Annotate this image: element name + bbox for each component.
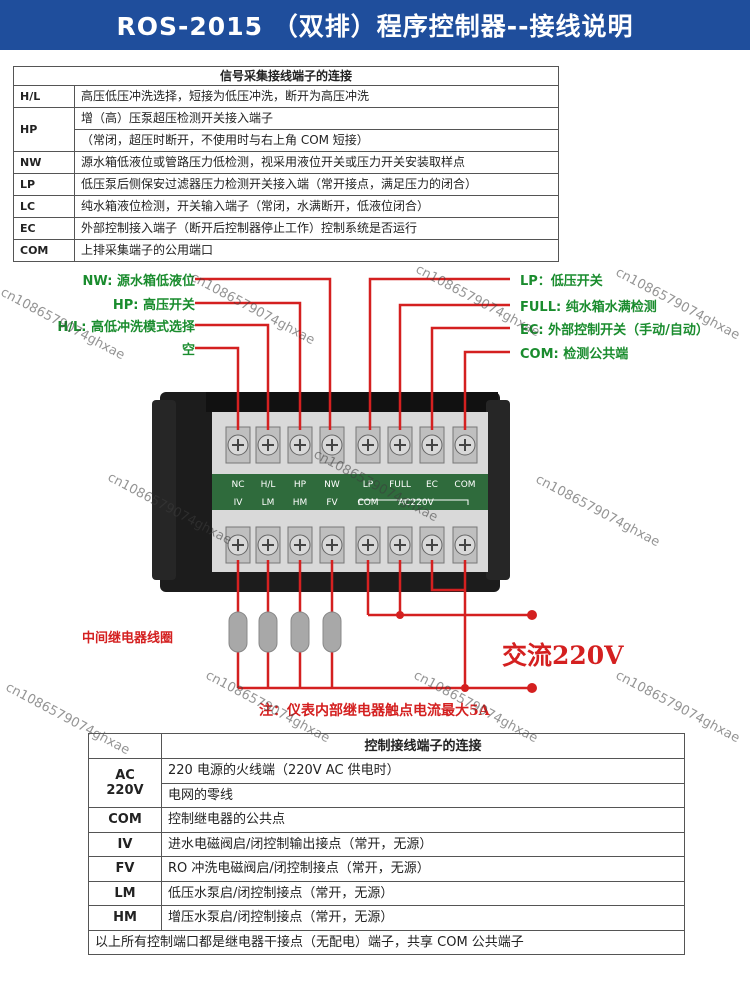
terminal-screw: [255, 426, 281, 464]
terminal-screw: [287, 526, 313, 564]
terminal-screw: [387, 526, 413, 564]
left-mount-bracket: [152, 400, 176, 580]
right-mount-bracket: [486, 400, 510, 580]
relay-coil: [290, 611, 310, 653]
page-title: ROS-2015 （双排）程序控制器--接线说明: [0, 0, 750, 50]
label-hl: H/L: 高低冲洗模式选择: [57, 320, 195, 335]
label-com: COM: 检测公共端: [520, 347, 629, 362]
terminal-label: HP: [294, 480, 307, 490]
terminal-label: IV: [234, 498, 244, 508]
terminal-label: NW: [324, 480, 340, 490]
terminal-label: FV: [326, 498, 338, 508]
terminal-screw: [355, 426, 381, 464]
terminal-label: COM: [357, 498, 378, 508]
terminal-screw: [225, 426, 251, 464]
terminal-label: NC: [231, 480, 244, 490]
terminal-screw: [419, 526, 445, 564]
terminal-screw: [319, 526, 345, 564]
terminal-label: LP: [363, 480, 374, 490]
control-table-header: 控制接线端子的连接: [161, 733, 685, 759]
table-row: 电网的零线: [89, 782, 685, 808]
terminal-label: HM: [293, 498, 308, 508]
terminal-screw: [419, 426, 445, 464]
terminal-screw: [387, 426, 413, 464]
ac-220v-label: 交流220V: [502, 641, 624, 670]
terminal-label: H/L: [261, 480, 276, 490]
terminal-screw: [287, 426, 313, 464]
terminal-label: AC220V: [398, 498, 434, 508]
terminal-screw: [255, 526, 281, 564]
label-nw: NW: 源水箱低液位: [82, 274, 195, 289]
label-full: FULL: 纯水箱水满检测: [520, 300, 657, 315]
label-ec: EC: 外部控制开关（手动/自动）: [520, 323, 709, 338]
terminal-screw: [319, 426, 345, 464]
terminal-label: LM: [262, 498, 275, 508]
relay-coil: [228, 611, 248, 653]
label-lp: LP：低压开关: [520, 274, 603, 289]
relay-coil-label: 中间继电器线圈: [82, 631, 174, 646]
table-row: （常闭，超压时断开，不使用时与右上角 COM 短接）: [14, 129, 559, 152]
terminal-label: EC: [426, 480, 438, 490]
relay-coil: [322, 611, 342, 653]
terminal-screw: [452, 426, 478, 464]
terminal-screw: [225, 526, 251, 564]
relay-coil: [258, 611, 278, 653]
terminal-screw: [452, 526, 478, 564]
table-row: 以上所有控制端口都是继电器干接点（无配电）端子，共享 COM 公共端子: [88, 929, 685, 955]
terminal-label-strip: [212, 474, 488, 510]
terminal-label: FULL: [389, 480, 411, 490]
signal-table-header: 信号采集接线端子的连接: [13, 66, 559, 86]
terminal-label: COM: [454, 480, 475, 490]
ac-terminal-dot: [527, 610, 537, 620]
relay-current-note: 注：仪表内部继电器触点电流最大5A: [259, 703, 490, 719]
control-table-footer: 以上所有控制端口都是继电器干接点（无配电）端子，共享 COM 公共端子: [88, 929, 685, 955]
terminal-screw: [355, 526, 381, 564]
ac-terminal-dot: [527, 683, 537, 693]
label-hp: HP: 高压开关: [112, 298, 195, 313]
label-empty: 空: [181, 343, 195, 358]
